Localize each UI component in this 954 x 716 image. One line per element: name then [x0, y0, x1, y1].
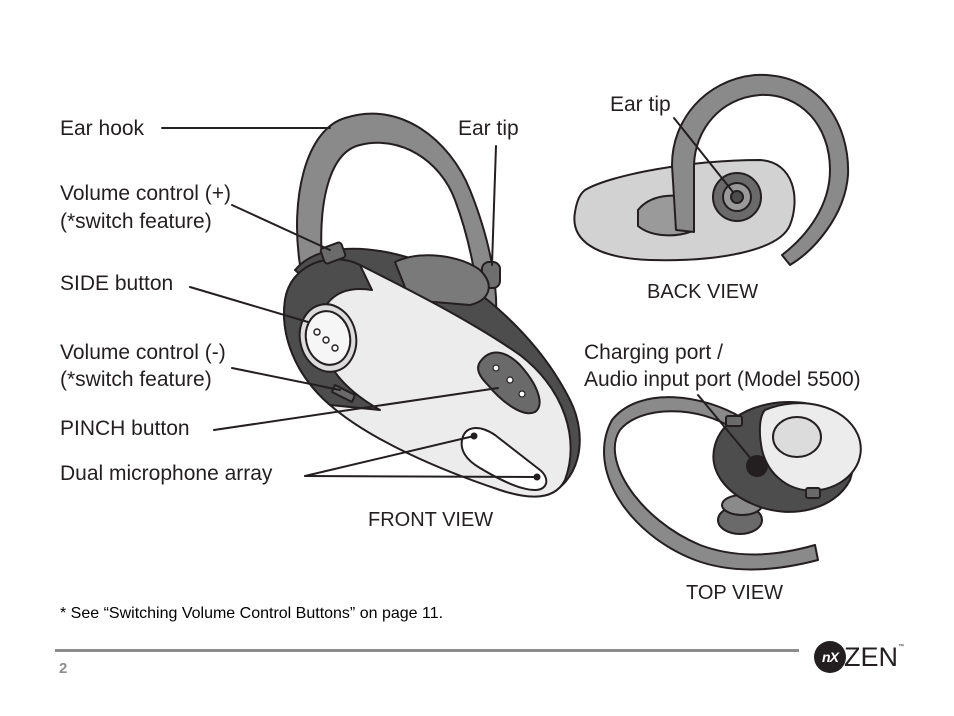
brand-logo: nX ZEN ™ — [814, 641, 906, 675]
top-ear-hook — [603, 396, 819, 571]
callout-lines — [161, 117, 753, 478]
footnote: * See “Switching Volume Control Buttons”… — [60, 605, 444, 622]
top-volume-button — [805, 487, 821, 499]
caption-back-view: BACK VIEW — [647, 281, 759, 303]
callout-mic-2 — [304, 475, 538, 478]
label-charging-line1: Charging port / — [584, 341, 723, 364]
logo-mark-icon: nX — [814, 641, 846, 673]
label-volume-minus-line2: (*switch feature) — [60, 368, 212, 391]
label-pinch-button: PINCH button — [60, 417, 190, 440]
callout-side-button — [189, 286, 309, 323]
front-mic-slot — [460, 427, 548, 491]
side-button-dot — [322, 336, 330, 344]
label-dual-mic: Dual microphone array — [60, 462, 273, 485]
pinch-button-dot — [506, 376, 514, 384]
side-button-dot — [313, 328, 321, 336]
label-charging-line2: Audio input port (Model 5500) — [584, 368, 861, 391]
callout-ear-tip-front — [491, 145, 497, 266]
back-ear-hook — [671, 73, 850, 266]
callout-volume-minus — [231, 367, 341, 391]
back-view-headset — [573, 73, 850, 266]
top-side-button — [772, 416, 822, 458]
back-ear-tip-inner — [730, 190, 744, 204]
label-ear-hook: Ear hook — [60, 117, 145, 140]
callout-pinch — [213, 387, 499, 431]
top-view-headset — [603, 396, 862, 571]
label-ear-tip-front: Ear tip — [458, 117, 519, 140]
front-earbud — [394, 254, 490, 306]
callout-charging — [697, 394, 753, 461]
label-volume-plus-line1: Volume control (+) — [60, 182, 231, 205]
label-volume-plus-line2: (*switch feature) — [60, 210, 212, 233]
callout-mic-1 — [304, 435, 475, 477]
callout-volume-plus — [231, 204, 331, 251]
caption-top-view: TOP VIEW — [686, 582, 784, 604]
label-volume-minus-line1: Volume control (-) — [60, 341, 226, 364]
side-button-dot — [331, 344, 339, 352]
callout-ear-tip-back — [673, 117, 734, 193]
top-charging-port — [746, 455, 768, 477]
page-number: 2 — [59, 660, 68, 677]
caption-front-view: FRONT VIEW — [368, 509, 494, 531]
top-volume-button — [725, 415, 743, 427]
footer-rule — [55, 649, 799, 652]
logo-trademark: ™ — [898, 644, 904, 650]
label-side-button: SIDE button — [60, 272, 174, 295]
pinch-button-dot — [518, 390, 526, 398]
label-ear-tip-back: Ear tip — [610, 93, 671, 116]
pinch-button-dot — [492, 364, 500, 372]
logo-wordmark: ZEN — [844, 642, 898, 672]
front-view-headset — [283, 112, 581, 498]
